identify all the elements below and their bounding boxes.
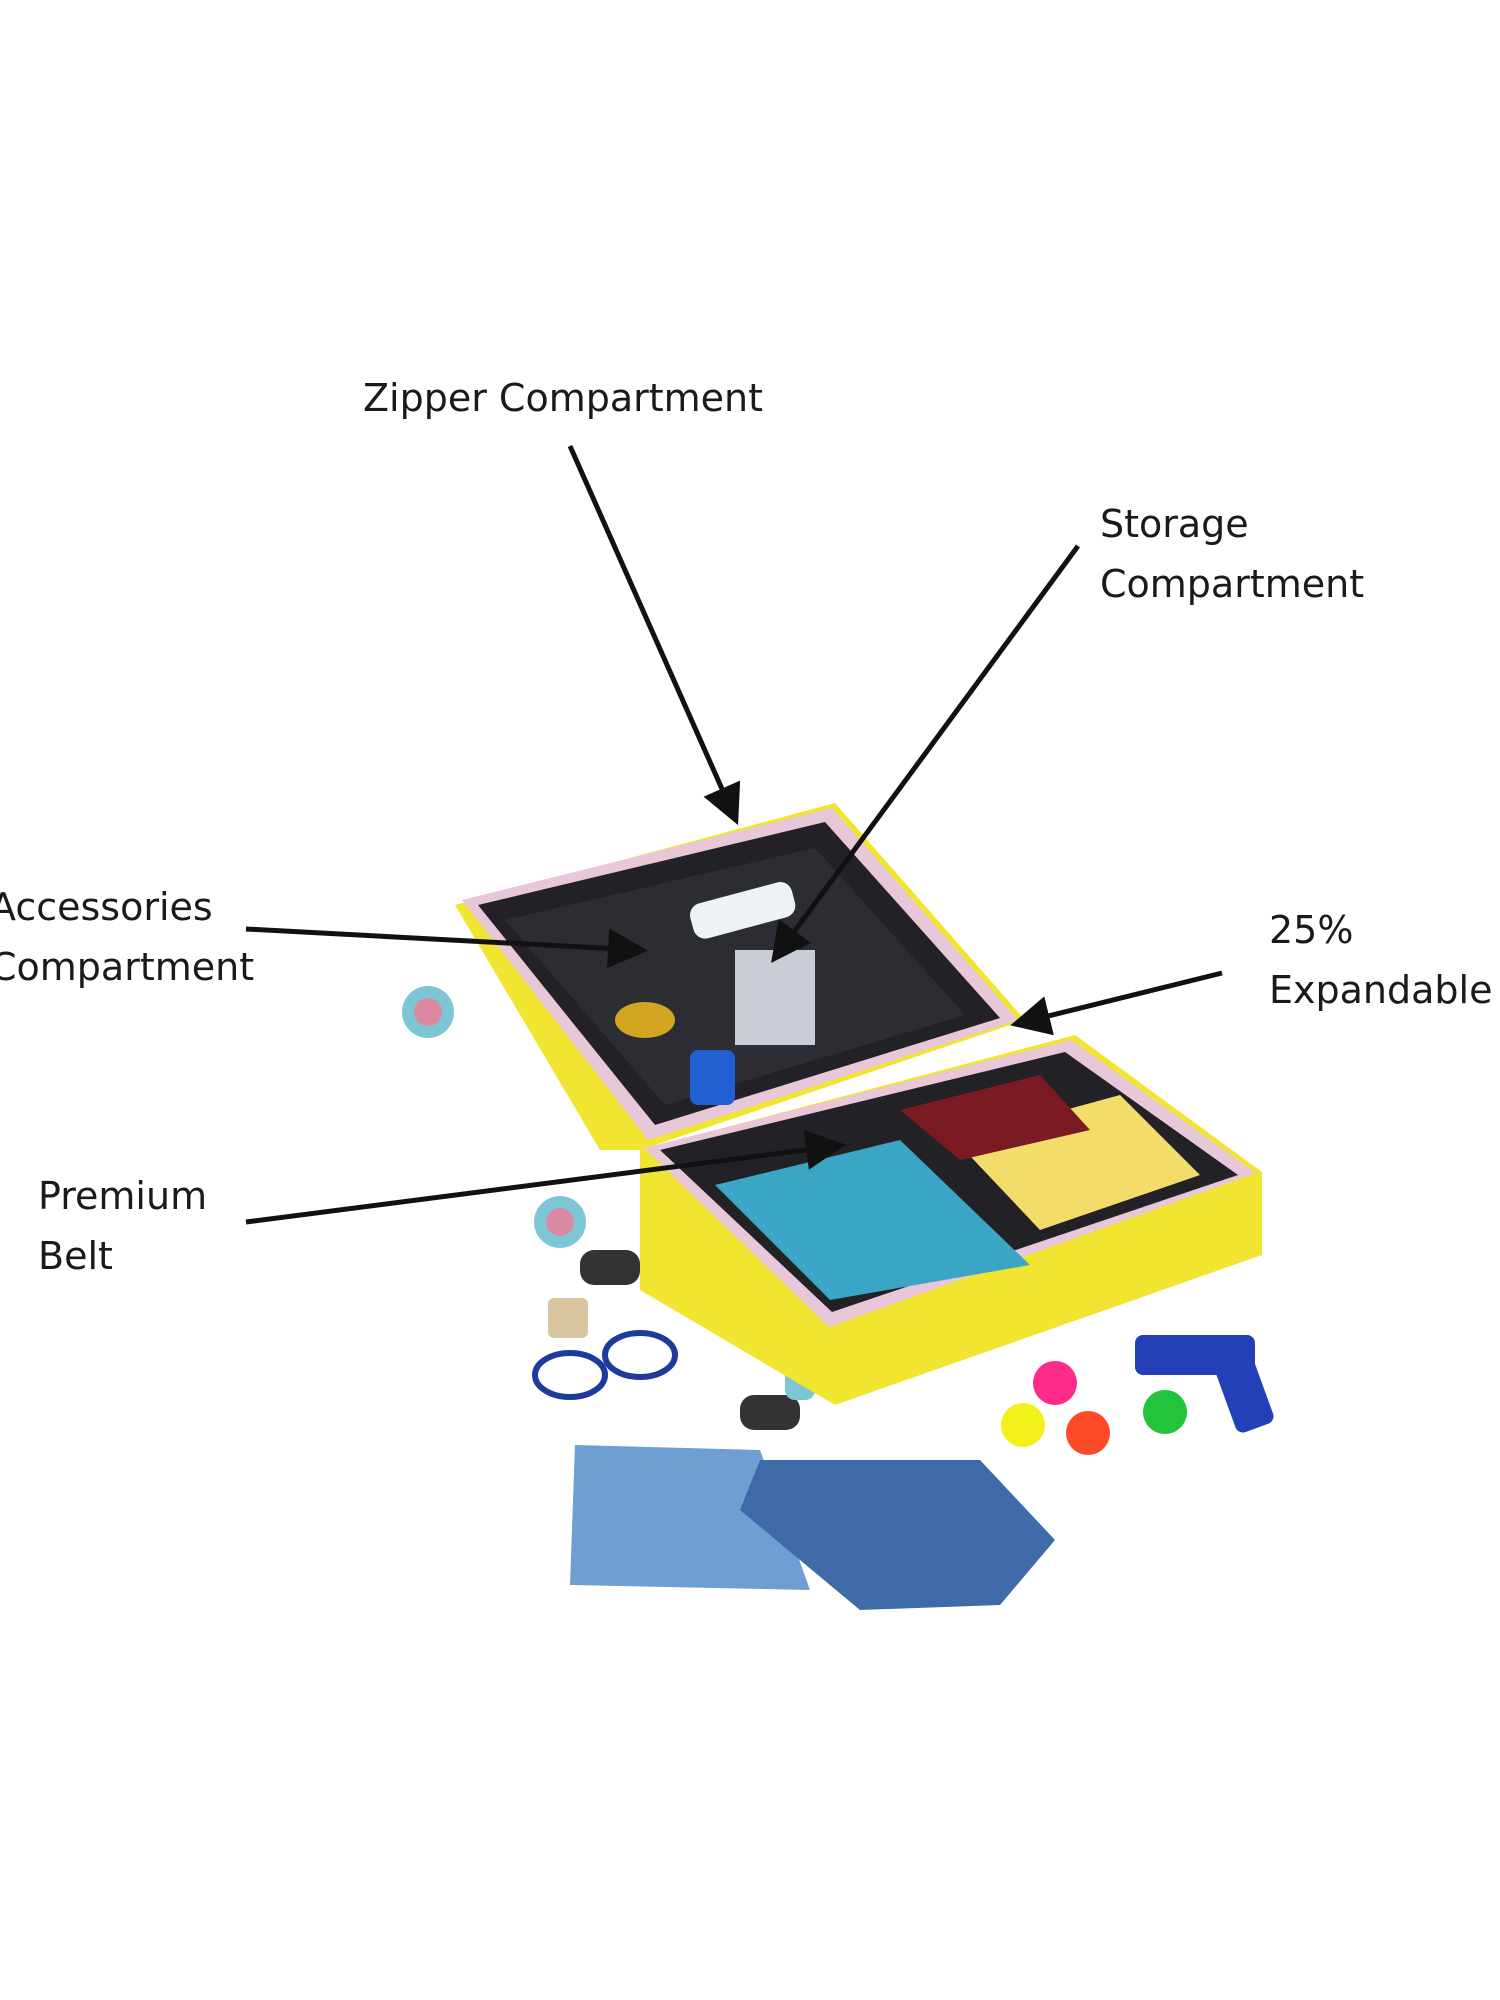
- accessories-label-line2: Compartment: [0, 945, 255, 989]
- expandable-label: 25% Expandable: [1269, 900, 1492, 1020]
- zipper-label-line1: Zipper Compartment: [363, 376, 764, 420]
- floor-items: [532, 1298, 1274, 1610]
- expandable-label-line1: 25%: [1269, 908, 1354, 952]
- belt-label-line2: Belt: [38, 1234, 113, 1278]
- belt-arrow: [245, 1129, 846, 1225]
- storage-compartment-label: Storage Compartment: [1100, 494, 1364, 614]
- premium-belt-label: Premium Belt: [38, 1166, 207, 1286]
- expandable-arrow: [1010, 970, 1223, 1036]
- accessories-label-line1: Accessories: [0, 885, 213, 929]
- storage-label-line1: Storage: [1100, 502, 1249, 546]
- expandable-label-line2: Expandable: [1269, 968, 1493, 1012]
- storage-arrow: [771, 544, 1081, 964]
- suitcase-base: [640, 1035, 1262, 1405]
- zipper-arrow: [567, 444, 741, 826]
- suitcase-lid: [455, 803, 1025, 1150]
- zipper-compartment-label: Zipper Compartment: [363, 368, 763, 428]
- belt-label-line1: Premium: [38, 1174, 208, 1218]
- accessories-compartment-label: Accessories Compartment: [0, 877, 254, 997]
- accessories-arrow: [245, 926, 648, 969]
- storage-label-line2: Compartment: [1100, 562, 1365, 606]
